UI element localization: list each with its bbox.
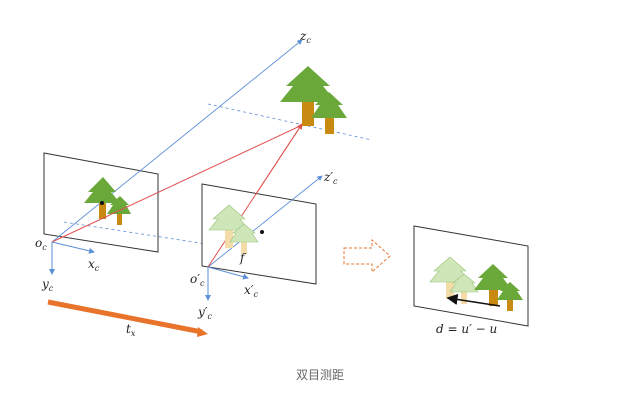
label-yc: yc: [41, 277, 54, 293]
label-zc: zc: [299, 29, 311, 45]
label-oc-prime: o′c: [190, 272, 205, 288]
image-plane-dashed-line: [63, 221, 233, 249]
right-image-plane: [201, 183, 317, 285]
label-xc-prime: x′c: [244, 283, 259, 299]
left-x-axis: [51, 241, 95, 254]
figure-caption: 双目测距: [295, 368, 344, 382]
right-principal-point: [260, 230, 264, 234]
label-oc: oc: [35, 236, 47, 252]
label-tx: tx: [126, 322, 136, 338]
label-zc-prime: z′c: [323, 170, 338, 186]
label-f: f: [239, 251, 247, 265]
right-ray-front: [207, 123, 303, 268]
disparity-arrow: [446, 293, 501, 307]
left-z-axis: [51, 39, 303, 243]
right-x-axis: [207, 266, 249, 280]
left-ray: [51, 125, 301, 243]
right-z-axis: [207, 175, 323, 268]
result-image-trees: [429, 256, 523, 311]
label-yc-prime: y′c: [197, 305, 213, 321]
baseline-arrowhead: [197, 327, 208, 337]
baseline-arrow: [47, 299, 203, 335]
left-image-trees: [84, 177, 131, 225]
object-trees: [280, 66, 347, 134]
label-formula: d = u′ − u: [436, 322, 497, 336]
left-projection-point: [100, 201, 104, 205]
result-image-plane: [413, 225, 529, 327]
transition-arrow: [343, 238, 391, 274]
right-image-trees: [208, 204, 259, 254]
object-depth-line: [207, 103, 373, 141]
label-xc: xc: [88, 257, 100, 273]
